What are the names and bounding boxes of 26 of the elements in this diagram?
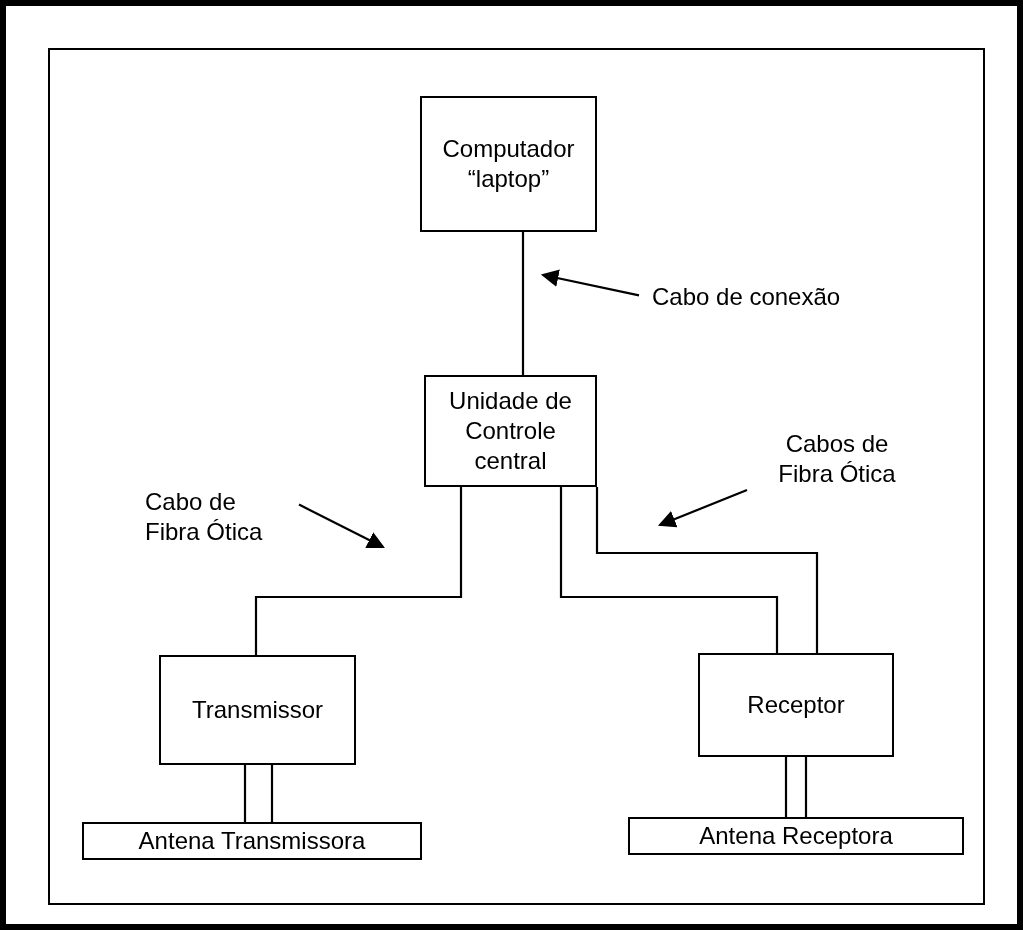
leader-arrow <box>657 488 748 528</box>
cable-line <box>804 757 808 817</box>
cable-line <box>270 765 274 822</box>
process-box <box>698 653 894 757</box>
process-box <box>82 822 422 860</box>
annotation-text: Cabo de conexão <box>652 282 841 312</box>
cable-line <box>521 232 525 375</box>
process-box <box>628 817 964 855</box>
process-box <box>420 96 597 232</box>
box-label: Unidade de Controle central <box>448 386 573 476</box>
box-label: Antena Transmissora <box>138 826 366 856</box>
process-box <box>159 655 356 765</box>
annotation-text: Cabos de Fibra Ótica <box>777 429 897 489</box>
box-label: Receptor <box>747 690 845 720</box>
cable-line <box>595 487 819 653</box>
annotation-text: Cabo de Fibra Ótica <box>145 487 264 547</box>
cable-line <box>243 765 247 822</box>
cable-line <box>784 757 788 817</box>
box-label: Transmissor <box>191 695 324 725</box>
leader-arrow <box>540 269 640 297</box>
cable-line <box>559 487 779 653</box>
box-label: Computador “laptop” <box>441 134 576 194</box>
process-box <box>424 375 597 487</box>
cable-line <box>254 487 463 655</box>
box-label: Antena Receptora <box>699 821 893 851</box>
leader-arrow <box>298 503 385 548</box>
